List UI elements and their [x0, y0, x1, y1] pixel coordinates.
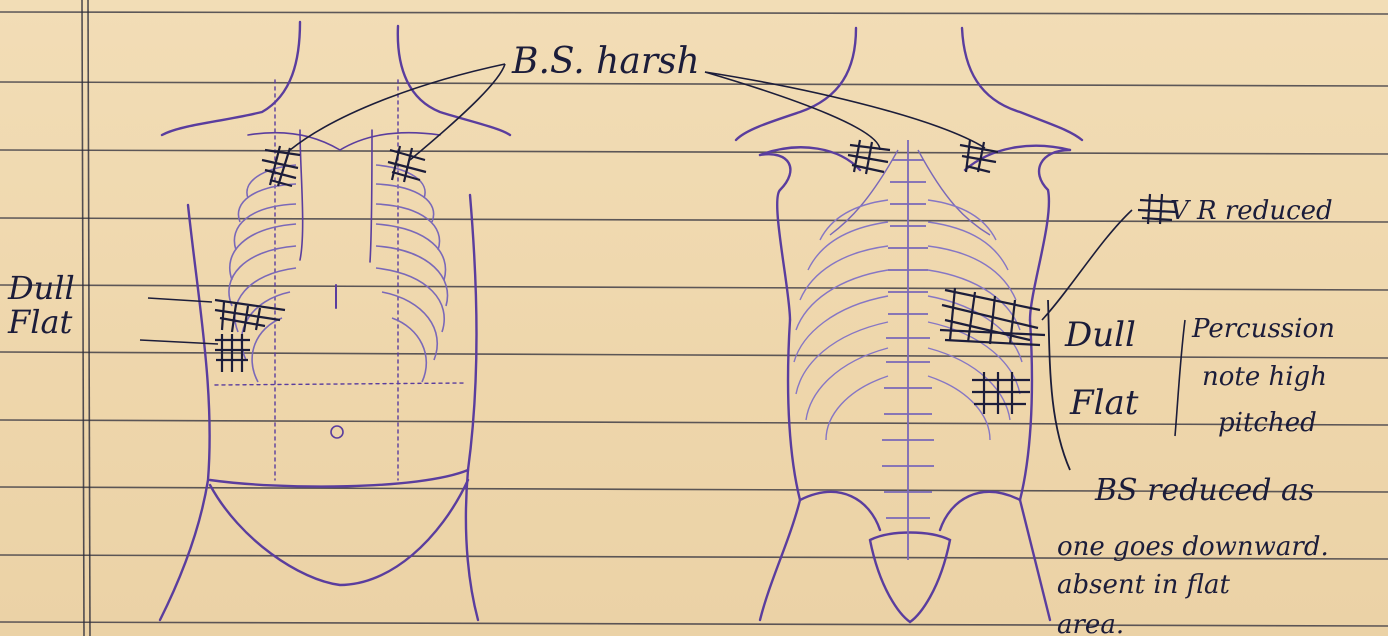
percussion-note-line-3: pitched	[1218, 410, 1317, 436]
bs-harsh-label: B.S. harsh	[512, 44, 700, 80]
dull-front-label: Dull	[8, 272, 75, 304]
bs-reduced-note-line-3: absent in flat	[1057, 572, 1230, 598]
margin-lines	[82, 0, 90, 636]
front-hatch-marks	[215, 146, 426, 372]
pointer-lines	[140, 64, 1185, 470]
vr-reduced-label: V R reduced	[1170, 198, 1333, 224]
front-torso	[160, 22, 510, 620]
percussion-note-line-2: note high	[1202, 364, 1327, 390]
percussion-note-line-1: Percussion	[1192, 316, 1335, 342]
flat-front-label: Flat	[8, 306, 72, 338]
bs-reduced-note-line-1: BS reduced as	[1095, 476, 1314, 506]
bs-reduced-note-line-4: area.	[1057, 612, 1124, 636]
front-ribs-left	[376, 165, 448, 382]
flat-back-label: Flat	[1070, 386, 1138, 420]
bs-reduced-note-line-2: one goes downward.	[1057, 534, 1329, 560]
dull-back-label: Dull	[1065, 318, 1136, 352]
